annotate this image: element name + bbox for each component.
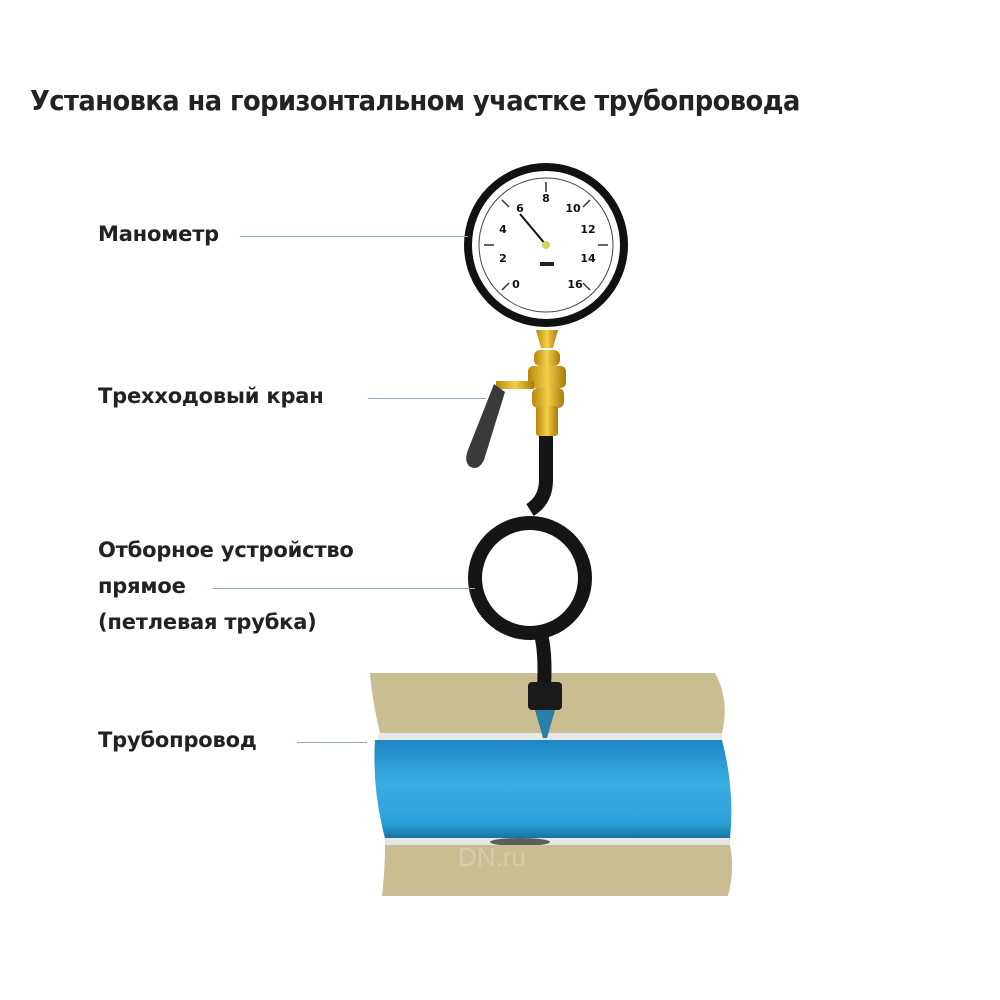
diagram-title: Установка на горизонтальном участке труб… xyxy=(30,84,800,117)
leader-line-pipeline xyxy=(297,742,367,743)
svg-text:6: 6 xyxy=(516,202,524,215)
label-siphon-line3: (петлевая трубка) xyxy=(98,610,317,634)
label-pipeline: Трубопровод xyxy=(98,728,257,752)
leader-line-valve xyxy=(368,398,486,399)
label-siphon-line2: прямое xyxy=(98,574,186,598)
svg-text:8: 8 xyxy=(542,192,550,205)
label-siphon-line1: Отборное устройство xyxy=(98,538,354,562)
svg-text:2: 2 xyxy=(499,252,507,265)
siphon-loop-icon xyxy=(468,430,592,738)
pressure-gauge-icon: 0 2 4 6 8 10 12 14 16 xyxy=(464,163,628,327)
svg-text:14: 14 xyxy=(580,252,596,265)
svg-text:16: 16 xyxy=(567,278,583,291)
svg-text:4: 4 xyxy=(499,223,507,236)
label-three-way-valve: Трехходовый кран xyxy=(98,384,324,408)
svg-text:0: 0 xyxy=(512,278,520,291)
svg-text:10: 10 xyxy=(565,202,581,215)
watermark: DN.ru xyxy=(458,842,526,872)
three-way-valve-icon xyxy=(466,330,566,468)
svg-text:12: 12 xyxy=(580,223,595,236)
leader-line-siphon xyxy=(213,588,475,589)
label-gauge: Манометр xyxy=(98,222,220,246)
leader-line-gauge xyxy=(240,236,468,237)
